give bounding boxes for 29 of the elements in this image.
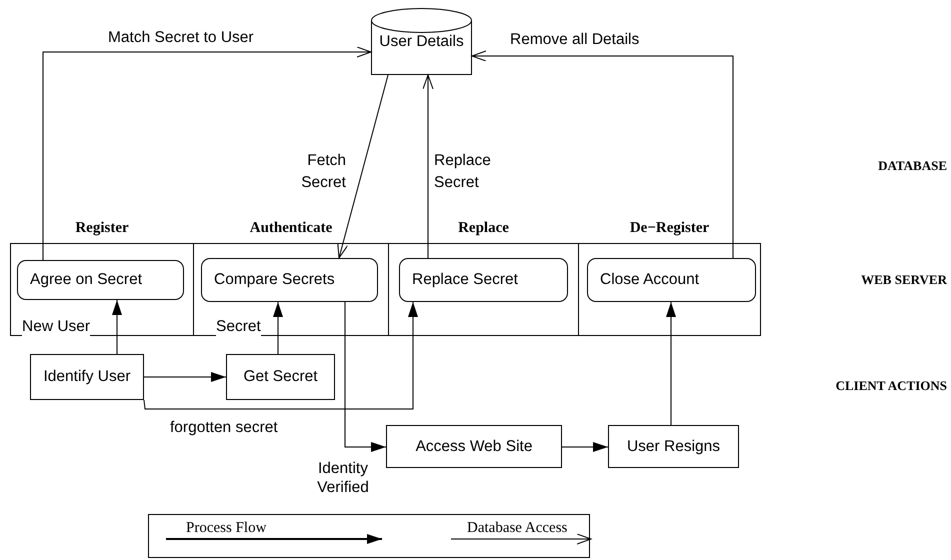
lane-title: Register xyxy=(74,219,130,238)
lane-title: Authenticate xyxy=(248,219,334,238)
tier-label: WEB SERVER xyxy=(861,272,947,288)
process-box: Close Account xyxy=(587,258,756,302)
arrow xyxy=(472,50,734,258)
action-box: User Resigns xyxy=(608,425,739,468)
arrow xyxy=(144,302,418,410)
process-box: Compare Secrets xyxy=(201,258,378,302)
arrow xyxy=(666,302,676,426)
action-box: Get Secret xyxy=(226,354,335,400)
arrow xyxy=(422,74,434,258)
arrow xyxy=(144,372,226,382)
action-box: Identify User xyxy=(30,354,144,400)
lane-title: Replace xyxy=(457,219,510,238)
arrow xyxy=(42,46,372,260)
arrow xyxy=(337,74,388,258)
lane-title: De−Register xyxy=(628,219,710,238)
arrow xyxy=(562,442,608,452)
tier-label: CLIENT ACTIONS xyxy=(836,378,947,394)
database-label: User Details xyxy=(378,33,465,50)
legend-label: Process Flow xyxy=(186,520,266,537)
arrow xyxy=(112,300,122,354)
tier-label: DATABASE xyxy=(878,158,947,174)
arrow xyxy=(273,302,283,354)
process-box: Replace Secret xyxy=(399,258,568,302)
process-box: Agree on Secret xyxy=(17,260,184,300)
action-box: Access Web Site xyxy=(386,425,562,468)
arrow xyxy=(344,302,386,452)
legend-label: Database Access xyxy=(467,520,568,537)
